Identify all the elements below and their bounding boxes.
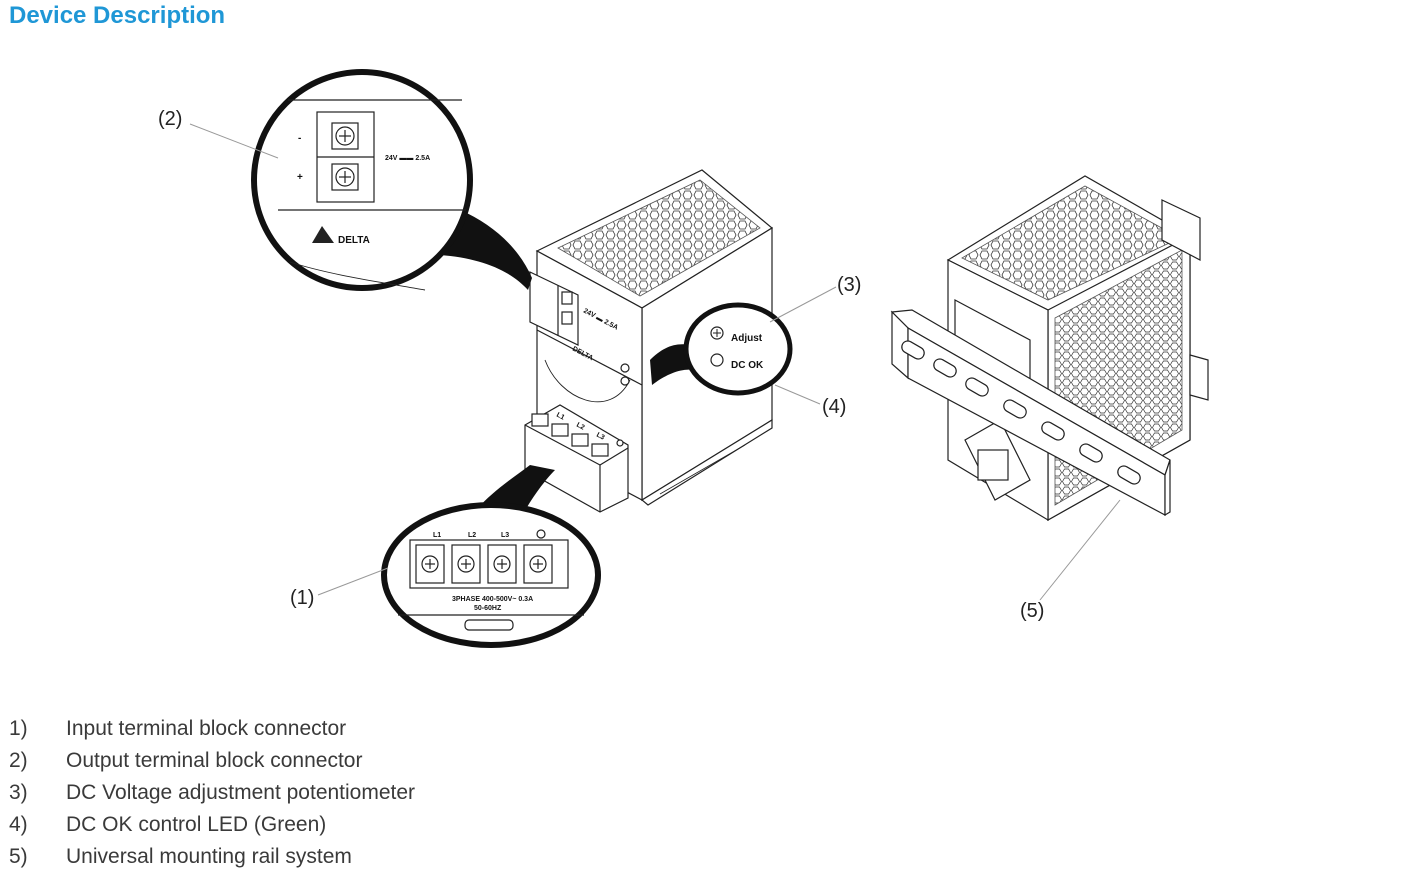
terminal-l3-label: L3 — [501, 532, 509, 539]
callout-5: (5) — [1020, 600, 1044, 622]
callout-2: (2) — [158, 108, 182, 130]
dc-ok-label: DC OK — [731, 360, 764, 371]
legend-item: 5) Universal mounting rail system — [9, 842, 415, 874]
delta-logo-icon — [312, 226, 334, 243]
legend-text: Input terminal block connector — [66, 717, 347, 740]
svg-text:L1: L1 — [555, 412, 566, 422]
input-terminal-detail: L1 L2 L3 3PHASE 400-500V~ 0.3A 50-60HZ — [381, 465, 601, 648]
legend-item: 2) Output terminal block connector — [9, 746, 415, 778]
component-legend: 1) Input terminal block connector 2) Outpu… — [9, 714, 415, 874]
legend-number: 4) — [9, 813, 28, 836]
legend-item: 3) DC Voltage adjustment potentiometer — [9, 778, 415, 810]
terminal-l2-label: L2 — [468, 532, 476, 539]
adjust-label: Adjust — [731, 333, 763, 344]
legend-item: 1) Input terminal block connector — [9, 714, 415, 746]
legend-item: 4) DC OK control LED (Green) — [9, 810, 415, 842]
output-terminal-detail: - + 24V ▬▬ 2.5A DELTA — [251, 69, 532, 291]
input-rating-line1: 3PHASE 400-500V~ 0.3A — [452, 596, 533, 603]
output-rating-label: 24V ▬▬ 2.5A — [385, 155, 430, 162]
power-supply-rail-view — [890, 175, 1209, 522]
dc-ok-led-icon — [710, 353, 724, 367]
power-supply-front-view — [524, 169, 774, 513]
terminal-l1-label: L1 — [433, 532, 441, 539]
output-minus-label: - — [298, 133, 301, 144]
callout-3: (3) — [837, 274, 861, 296]
legend-number: 5) — [9, 845, 28, 868]
legend-number: 3) — [9, 781, 28, 804]
front-panel-detail: Adjust DC OK — [650, 302, 793, 396]
output-plus-label: + — [297, 172, 303, 183]
device-diagram: 24V ▬ 2.5A DELTA L1 L2 L3 - + 24V ▬▬ 2.5… — [158, 69, 1209, 648]
legend-number: 1) — [9, 717, 28, 740]
svg-text:L2: L2 — [575, 422, 586, 432]
delta-logo-text: DELTA — [338, 235, 370, 246]
svg-text:L3: L3 — [595, 432, 606, 442]
legend-text: DC Voltage adjustment potentiometer — [66, 781, 416, 804]
page-title: Device Description — [9, 2, 226, 29]
callout-4: (4) — [822, 396, 846, 418]
legend-text: DC OK control LED (Green) — [66, 813, 327, 836]
legend-number: 2) — [9, 749, 28, 772]
callout-1: (1) — [290, 587, 314, 609]
legend-text: Universal mounting rail system — [66, 845, 352, 868]
legend-text: Output terminal block connector — [66, 749, 363, 772]
input-rating-line2: 50-60HZ — [474, 605, 502, 612]
